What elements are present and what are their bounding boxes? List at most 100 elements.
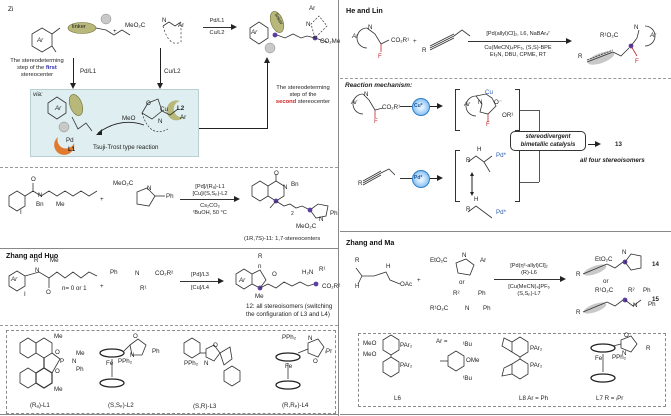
huo-i: I <box>24 291 26 298</box>
via-ar2: Ar <box>180 114 187 121</box>
pd-intermediate-bracket-right <box>515 150 520 202</box>
ma-15-ph: Ph <box>643 287 651 294</box>
ex11-p-ester: MeO₂C <box>296 223 317 230</box>
second-highlight: second <box>275 99 297 105</box>
helin-conditions-bottom-1: Cu(MeCN)₄PF₆, (S,S)-BPE <box>484 45 552 51</box>
ex11-arrow <box>180 199 236 200</box>
huo-p-ar: Ar <box>239 277 246 284</box>
l4-fe: Fe <box>285 363 293 370</box>
ex11-bn: Bn <box>36 201 44 208</box>
l6-par2-2: PAr₂ <box>400 362 413 369</box>
ligands-right-box <box>358 333 666 407</box>
via-meo: MeO <box>122 115 136 122</box>
via-n: N <box>158 118 163 125</box>
mech-cu-arrow-head <box>437 103 443 109</box>
ma-conditions-top-1: [Pd(η³-allyl)Cl]₂ <box>510 263 548 269</box>
huo-ar: Ar <box>11 276 18 283</box>
ma-product-14 <box>582 253 642 276</box>
pd-int-r2: R <box>466 206 471 213</box>
cu-catalyst-label: Cu* <box>414 103 423 109</box>
ex11-conditions-3: Cs₂CO₃ <box>200 203 220 209</box>
cu-int-n: N <box>478 99 483 106</box>
ma-15-r: R <box>576 309 581 316</box>
huo-plus: + <box>100 283 104 290</box>
cu-int-o: O⁻ <box>494 99 503 106</box>
helin-f: F <box>378 53 382 60</box>
huo-p-n: n <box>258 263 262 270</box>
l3-n: N <box>204 360 209 367</box>
zi-product-ester: CO₂Me <box>320 38 341 45</box>
huo-conditions-bottom: [Cu]/L4 <box>190 285 210 291</box>
pd-int-h: H <box>477 146 482 153</box>
catalysis-box: stereodivergent bimetallic catalysis <box>510 131 586 151</box>
ligand-l8-structure <box>501 336 529 380</box>
mech-ester: CO₂R¹ <box>382 104 401 111</box>
divider-bottom-left <box>0 414 338 415</box>
zi-ar-label: Ar <box>37 37 44 44</box>
l1-me-top: Me <box>54 333 63 340</box>
huo-b-n: N <box>135 270 140 277</box>
mech-pd-r: R <box>358 180 363 187</box>
l3-o: O <box>213 342 218 349</box>
helin-conditions-bottom-2: Et₃N, DBU, CPME, RT <box>489 52 547 58</box>
l6-ome: OMe <box>466 357 480 364</box>
l6-tbu-1: ᵗBu <box>463 341 472 348</box>
ma-or-1: or <box>459 279 465 286</box>
l2-n: N <box>130 352 135 359</box>
ma-r: R <box>355 257 360 264</box>
huo-p-me: Me <box>255 293 264 300</box>
ex11-arrow-head <box>234 196 240 202</box>
huo-reagent-a <box>8 270 98 292</box>
l1-me-bottom: Me <box>54 386 63 393</box>
helin-arrow <box>468 41 568 42</box>
linker-pill <box>269 11 285 33</box>
l7-n: N <box>622 350 627 357</box>
zi-arrow-right-shaft <box>160 48 161 84</box>
via-l2: L2 <box>177 105 185 112</box>
ma-15-ph2: Ph <box>648 301 656 308</box>
ex11-i: I <box>20 209 22 216</box>
zi-conditions-top: Pd/L1 <box>209 18 225 24</box>
via-pd: Pd <box>66 137 74 144</box>
huo-p-o: O <box>272 271 277 278</box>
helin-plus: + <box>413 38 417 45</box>
ma-h1: H <box>355 283 360 290</box>
mech-pd-arrow-head <box>437 175 443 181</box>
l1-o1: O <box>55 349 60 356</box>
ligand-l3-structure <box>183 337 241 387</box>
divider-helin-bottom <box>340 78 671 79</box>
pd-int-h2: H <box>474 196 479 203</box>
ex11-reagent-b <box>136 187 165 207</box>
pd-intermediate-bracket-left <box>455 150 460 202</box>
ex11-conditions-2: [Cu]/(S,Sₚ)-L2 <box>192 191 228 197</box>
ma-c-ph: Ph <box>478 290 486 297</box>
via-ar: Ar <box>55 105 62 112</box>
zi-product-n: N <box>306 21 311 28</box>
substituent-ball <box>264 42 276 54</box>
l8-par2-2: PAr₂ <box>530 362 543 369</box>
pd-int-pd: Pd* <box>496 152 506 159</box>
l4-o: O <box>313 358 318 365</box>
l6-ar-def-ring <box>440 350 465 372</box>
zi-second-note: The stereodeterming step of the second s… <box>275 85 331 105</box>
zi-arrow-right-head <box>157 83 163 89</box>
huo-b-ph: Ph <box>110 269 118 276</box>
mech-product-number: 13 <box>615 141 622 148</box>
mech-merge-top <box>520 110 539 111</box>
cu-int-ar: Ar <box>464 101 471 108</box>
helin-reagent-b <box>429 29 471 51</box>
cu-intermediate-bracket-left <box>455 89 460 131</box>
helin-arrow-head <box>566 38 572 44</box>
cu-intermediate-bracket-right <box>515 89 520 131</box>
ma-14-ester: EtO₂C <box>595 256 613 263</box>
ligand-l6-structure <box>382 334 400 378</box>
section-title-he-lin: He and Lin <box>346 6 383 15</box>
ma-arrow-head <box>560 276 566 282</box>
helin-conditions-top: [Pd(allyl)Cl]₂, L6, NaBAr₄ᶠ <box>486 31 550 37</box>
zi-linker-label: linker <box>72 24 86 30</box>
ma-b-n: N <box>462 252 467 259</box>
ma-number-15: 15 <box>652 296 659 303</box>
l4-n: N <box>308 335 313 342</box>
l6-meo-2: MeO <box>363 351 377 358</box>
pd-int-pd2: Pd* <box>496 209 506 216</box>
